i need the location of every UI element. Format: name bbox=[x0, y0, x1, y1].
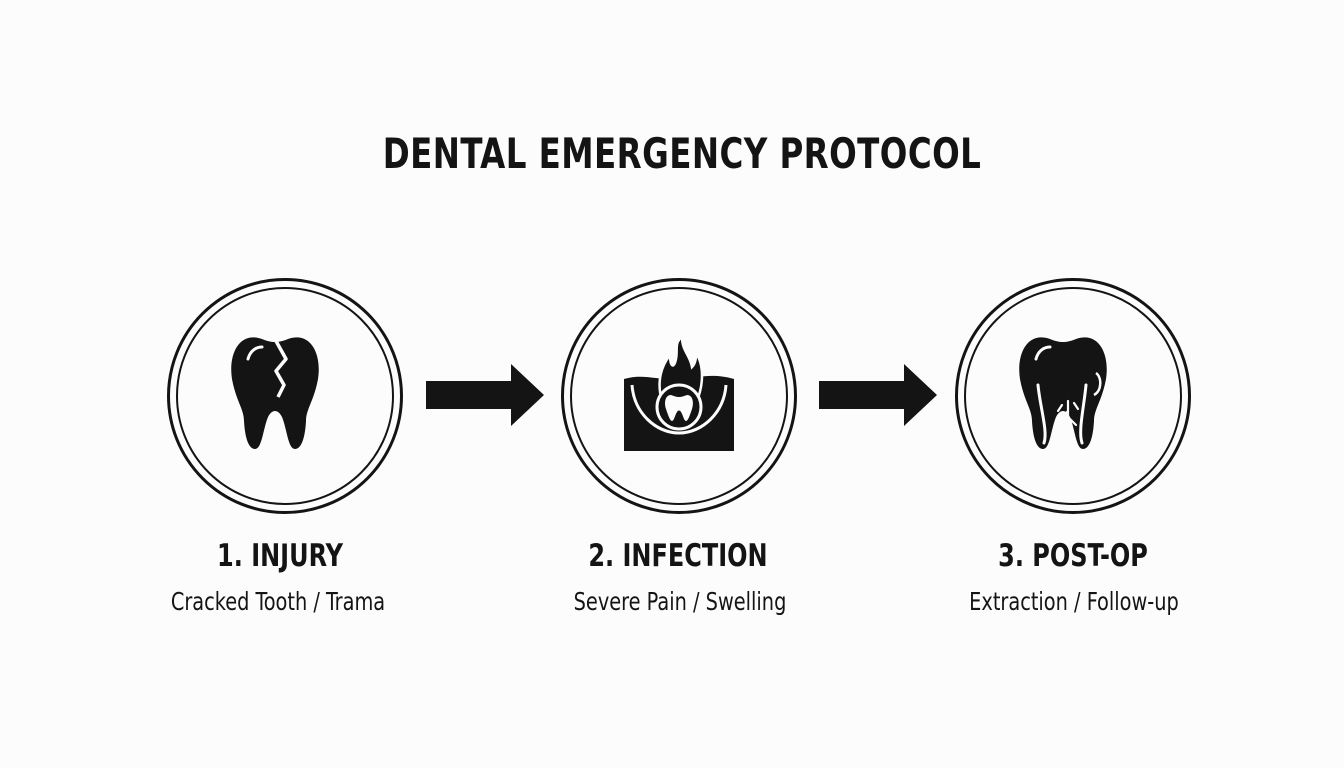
step-2-circle bbox=[561, 278, 797, 514]
step-1-circle bbox=[167, 278, 403, 514]
step-3-label: 3. POST-OP bbox=[998, 538, 1148, 574]
step-3-circle bbox=[955, 278, 1191, 514]
page-title: DENTAL EMERGENCY PROTOCOL bbox=[382, 129, 982, 178]
tooth-roots-icon bbox=[1019, 337, 1107, 449]
step-2-label: 2. INFECTION bbox=[588, 538, 768, 574]
right-arrow-icon bbox=[426, 364, 544, 426]
infected-tooth-flame-icon bbox=[624, 334, 734, 451]
step-1-description: Cracked Tooth / Trama bbox=[170, 587, 386, 616]
right-arrow-icon bbox=[819, 364, 937, 426]
step-3-description: Extraction / Follow-up bbox=[969, 587, 1179, 616]
step-2-description: Severe Pain / Swelling bbox=[573, 587, 787, 616]
cracked-tooth-icon bbox=[231, 337, 319, 449]
step-1-label: 1. INJURY bbox=[217, 538, 343, 574]
